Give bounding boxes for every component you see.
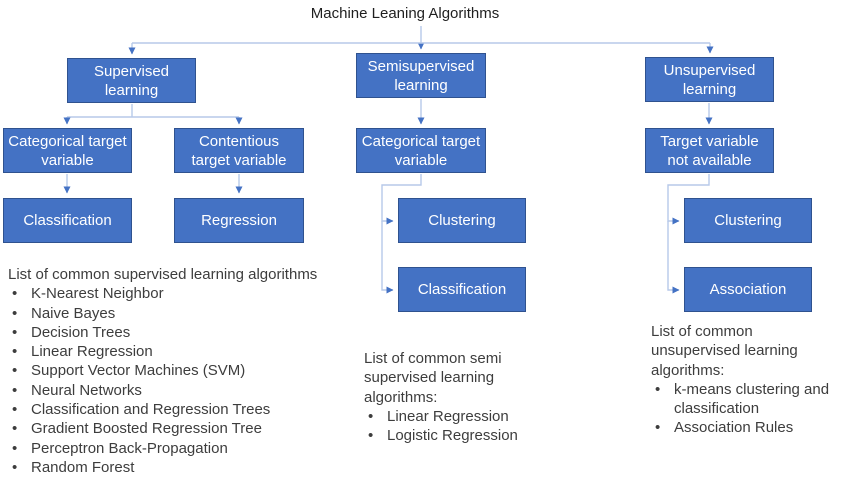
bullet-icon: • (12, 420, 18, 438)
node-categorical-target-variable-mid: Categorical target variable (356, 128, 486, 173)
node-label: Classification (417, 281, 507, 298)
list-item-text: Linear Regression (387, 407, 509, 425)
node-clustering-mid: Clustering (398, 198, 526, 243)
node-supervised-learning: Supervised learning (67, 58, 196, 103)
list-item: • K-Nearest Neighbor (8, 284, 348, 303)
node-regression: Regression (174, 198, 304, 243)
list-item-text: Support Vector Machines (SVM) (31, 362, 246, 380)
node-clustering-right: Clustering (684, 198, 812, 243)
node-classification-mid: Classification (398, 267, 526, 312)
bullet-icon: • (12, 381, 18, 399)
list-item: • k-means clustering and classification (651, 380, 841, 419)
list-item-text: Perceptron Back-Propagation (31, 439, 228, 457)
list-item: • Naive Bayes (8, 304, 348, 323)
node-target-variable-not-available: Target variable not available (645, 128, 774, 173)
node-label: Contentious target variable (191, 132, 287, 169)
connector-target-to-clustering (667, 174, 710, 225)
node-categorical-target-variable-left: Categorical target variable (3, 128, 132, 173)
node-label: Supervised learning (93, 62, 170, 99)
list-item: • Neural Networks (8, 381, 348, 400)
node-label: Clustering (714, 212, 782, 229)
list-item-text: Random Forest (31, 458, 135, 476)
list-item: • Random Forest (8, 458, 348, 477)
list-item: • Support Vector Machines (SVM) (8, 361, 348, 380)
list-header: List of common semi supervised learning … (364, 350, 502, 406)
node-classification-left: Classification (3, 198, 132, 243)
bullet-icon: • (12, 362, 18, 380)
list-item-text: Decision Trees (31, 323, 131, 341)
bullet-icon: • (368, 407, 374, 425)
node-label: Regression (201, 212, 277, 229)
node-label: Unsupervised learning (663, 61, 756, 98)
list-item-text: K-Nearest Neighbor (31, 285, 164, 303)
supervised-algorithms-list: List of common supervised learning algor… (8, 265, 348, 477)
unsupervised-algorithms-list: List of common unsupervised learning alg… (651, 322, 841, 438)
node-label: Clustering (428, 212, 496, 229)
bullet-icon: • (655, 380, 661, 398)
list-item-text: Neural Networks (31, 381, 142, 399)
list-item-text: Gradient Boosted Regression Tree (31, 420, 262, 438)
list-item: • Logistic Regression (364, 426, 534, 445)
node-label: Categorical target variable (361, 132, 481, 169)
list-item-text: Association Rules (674, 419, 794, 437)
bullet-icon: • (12, 401, 18, 419)
bullet-icon: • (12, 304, 18, 322)
list-item-text: Naive Bayes (31, 304, 116, 322)
node-semisupervised-learning: Semisupervised learning (356, 53, 486, 98)
connectors-group (63, 26, 714, 294)
bullet-icon: • (12, 458, 18, 476)
list-item: • Linear Regression (8, 342, 348, 361)
list-item-text: Logistic Regression (387, 427, 518, 445)
connector-categorical-mid-to-clustering (381, 174, 422, 225)
list-item: • Decision Trees (8, 323, 348, 342)
diagram-title: Machine Leaning Algorithms (310, 5, 500, 22)
list-item-text: Classification and Regression Trees (31, 401, 271, 419)
node-contentious-target-variable: Contentious target variable (174, 128, 304, 173)
node-unsupervised-learning: Unsupervised learning (645, 57, 774, 102)
list-item: • Linear Regression (364, 407, 534, 426)
list-item: • Perceptron Back-Propagation (8, 439, 348, 458)
bullet-icon: • (12, 285, 18, 303)
list-header: List of common supervised learning algor… (8, 266, 318, 283)
bullet-icon: • (368, 427, 374, 445)
bullet-icon: • (12, 343, 18, 361)
list-item-text: k-means clustering and classification (674, 380, 830, 418)
bullet-icon: • (12, 323, 18, 341)
list-item: • Association Rules (651, 418, 841, 437)
node-label: Categorical target variable (8, 132, 127, 169)
list-item-text: Linear Regression (31, 343, 153, 361)
node-label: Target variable not available (660, 132, 759, 169)
semisupervised-algorithms-list: List of common semi supervised learning … (364, 349, 534, 445)
list-item: • Classification and Regression Trees (8, 400, 348, 419)
bullet-icon: • (655, 419, 661, 437)
node-label: Classification (23, 212, 112, 229)
node-association: Association (684, 267, 812, 312)
node-label: Semisupervised learning (367, 57, 475, 94)
bullet-icon: • (12, 439, 18, 457)
connector-categorical-mid-to-classification (381, 221, 394, 294)
connector-target-to-association (667, 221, 680, 294)
node-label: Association (709, 281, 787, 298)
list-item: • Gradient Boosted Regression Tree (8, 419, 348, 438)
list-header: List of common unsupervised learning alg… (651, 323, 798, 379)
